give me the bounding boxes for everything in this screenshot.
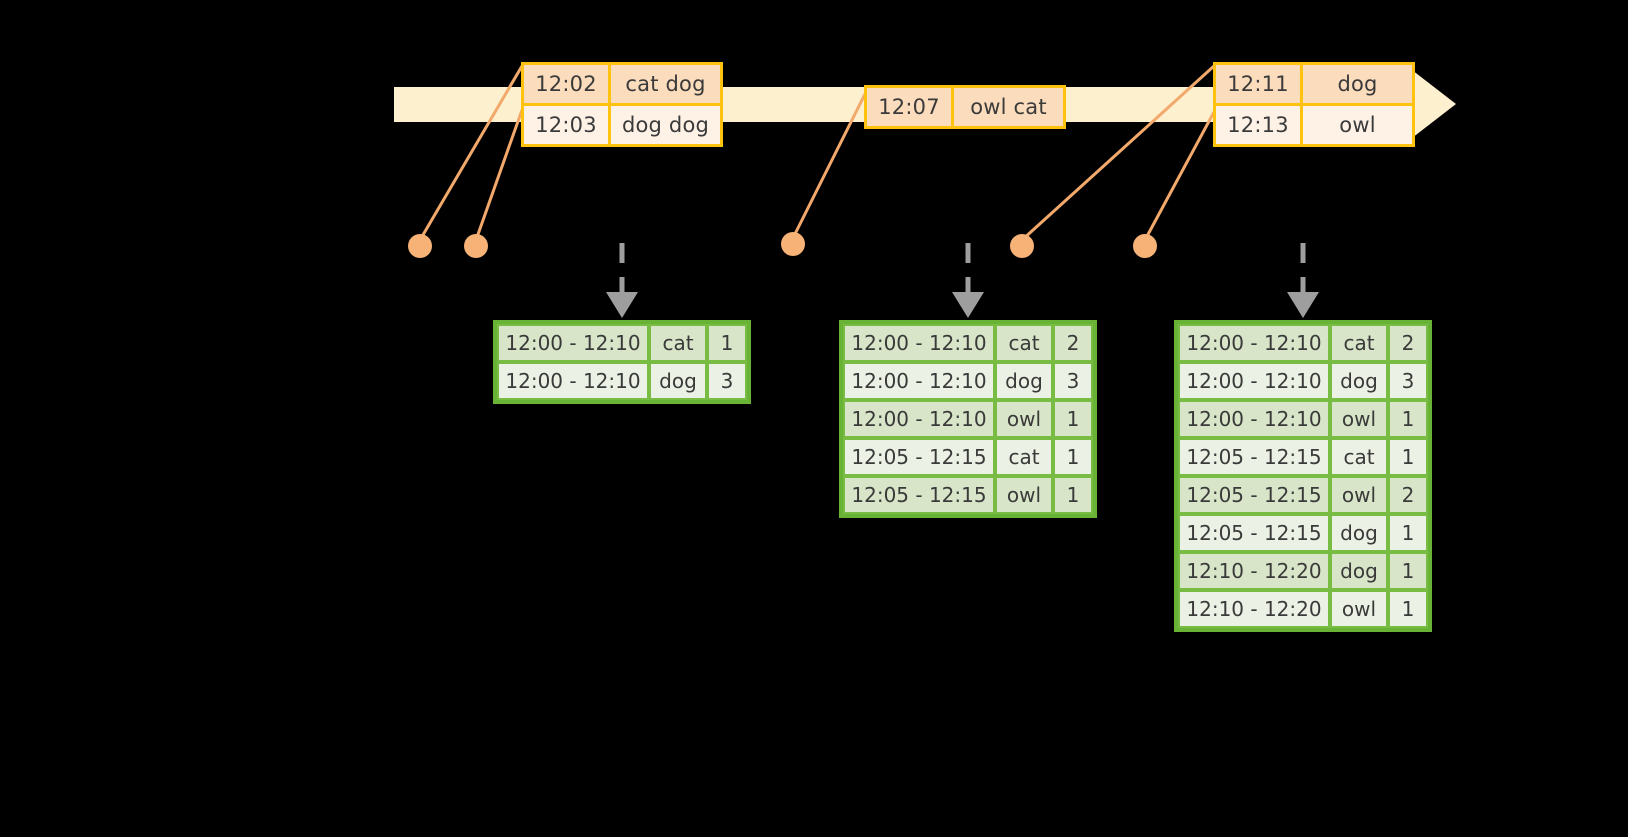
count-cell: 1 <box>707 324 747 362</box>
connector-dot-3 <box>781 232 805 256</box>
result-table-1: 12:00 - 12:10 cat 1 12:00 - 12:10 dog 3 <box>493 320 751 404</box>
table-row: 12:00 - 12:10 dog 3 <box>843 362 1093 400</box>
key-cell: owl <box>1330 476 1388 514</box>
count-cell: 2 <box>1053 324 1093 362</box>
event-time: 12:02 <box>524 65 608 103</box>
event-value: dog dog <box>608 106 720 144</box>
dashed-arrowhead-1 <box>606 292 638 318</box>
window-cell: 12:05 - 12:15 <box>843 438 995 476</box>
event-value: owl <box>1300 106 1412 144</box>
timeline-arrowhead <box>1412 70 1456 138</box>
window-cell: 12:00 - 12:10 <box>497 324 649 362</box>
count-cell: 1 <box>1388 400 1428 438</box>
event-value: dog <box>1300 65 1412 103</box>
key-cell: owl <box>995 476 1053 514</box>
window-cell: 12:05 - 12:15 <box>1178 438 1330 476</box>
result-table-3: 12:00 - 12:10 cat 2 12:00 - 12:10 dog 3 … <box>1174 320 1432 632</box>
dashed-arrowhead-2 <box>952 292 984 318</box>
window-cell: 12:05 - 12:15 <box>843 476 995 514</box>
table-row: 12:05 - 12:15 owl 1 <box>843 476 1093 514</box>
key-cell: owl <box>1330 400 1388 438</box>
window-cell: 12:00 - 12:10 <box>843 362 995 400</box>
window-cell: 12:00 - 12:10 <box>497 362 649 400</box>
count-cell: 1 <box>1388 590 1428 628</box>
result-table-2: 12:00 - 12:10 cat 2 12:00 - 12:10 dog 3 … <box>839 320 1097 518</box>
table-row: 12:00 - 12:10 cat 2 <box>1178 324 1428 362</box>
event-time: 12:11 <box>1216 65 1300 103</box>
table-row: 12:10 - 12:20 dog 1 <box>1178 552 1428 590</box>
table-row: 12:00 - 12:10 cat 2 <box>843 324 1093 362</box>
connector-dot-1 <box>408 234 432 258</box>
event-row: 12:03 dog dog <box>524 103 720 144</box>
key-cell: cat <box>1330 324 1388 362</box>
event-time: 12:07 <box>867 88 951 126</box>
key-cell: cat <box>995 324 1053 362</box>
table-row: 12:00 - 12:10 dog 3 <box>1178 362 1428 400</box>
table-row: 12:00 - 12:10 dog 3 <box>497 362 747 400</box>
event-group-1: 12:02 cat dog 12:03 dog dog <box>521 62 723 147</box>
window-cell: 12:05 - 12:15 <box>1178 514 1330 552</box>
dashed-arrows <box>619 243 1306 296</box>
dashed-arrowheads <box>606 292 1319 318</box>
count-cell: 1 <box>1388 514 1428 552</box>
event-row: 12:02 cat dog <box>524 65 720 103</box>
count-cell: 3 <box>1388 362 1428 400</box>
connector-5 <box>1143 111 1216 241</box>
window-cell: 12:00 - 12:10 <box>843 324 995 362</box>
window-cell: 12:00 - 12:10 <box>1178 324 1330 362</box>
event-row: 12:13 owl <box>1216 103 1412 144</box>
key-cell: dog <box>995 362 1053 400</box>
event-value: owl cat <box>951 88 1063 126</box>
table-row: 12:00 - 12:10 owl 1 <box>843 400 1093 438</box>
event-row: 12:07 owl cat <box>867 88 1063 126</box>
event-group-3: 12:11 dog 12:13 owl <box>1213 62 1415 147</box>
key-cell: owl <box>995 400 1053 438</box>
connector-dot-4 <box>1010 234 1034 258</box>
connector-1 <box>418 65 524 241</box>
count-cell: 2 <box>1388 324 1428 362</box>
event-time: 12:13 <box>1216 106 1300 144</box>
connector-dot-2 <box>464 234 488 258</box>
count-cell: 3 <box>1053 362 1093 400</box>
table-row: 12:05 - 12:15 cat 1 <box>843 438 1093 476</box>
key-cell: dog <box>1330 552 1388 590</box>
window-cell: 12:00 - 12:10 <box>843 400 995 438</box>
event-time: 12:03 <box>524 106 608 144</box>
window-cell: 12:00 - 12:10 <box>1178 400 1330 438</box>
table-row: 12:00 - 12:10 cat 1 <box>497 324 747 362</box>
connector-dot-5 <box>1133 234 1157 258</box>
connector-2 <box>474 109 524 241</box>
event-value: cat dog <box>608 65 720 103</box>
count-cell: 1 <box>1388 438 1428 476</box>
window-cell: 12:00 - 12:10 <box>1178 362 1330 400</box>
window-cell: 12:10 - 12:20 <box>1178 590 1330 628</box>
count-cell: 1 <box>1053 438 1093 476</box>
window-cell: 12:10 - 12:20 <box>1178 552 1330 590</box>
count-cell: 2 <box>1388 476 1428 514</box>
count-cell: 1 <box>1053 400 1093 438</box>
key-cell: dog <box>1330 514 1388 552</box>
key-cell: cat <box>649 324 707 362</box>
table-row: 12:05 - 12:15 owl 2 <box>1178 476 1428 514</box>
count-cell: 1 <box>1053 476 1093 514</box>
event-group-2: 12:07 owl cat <box>864 85 1066 129</box>
event-row: 12:11 dog <box>1216 65 1412 103</box>
table-row: 12:00 - 12:10 owl 1 <box>1178 400 1428 438</box>
key-cell: cat <box>995 438 1053 476</box>
connector-3 <box>791 91 868 239</box>
key-cell: owl <box>1330 590 1388 628</box>
key-cell: dog <box>649 362 707 400</box>
table-row: 12:10 - 12:20 owl 1 <box>1178 590 1428 628</box>
count-cell: 1 <box>1388 552 1428 590</box>
window-cell: 12:05 - 12:15 <box>1178 476 1330 514</box>
dashed-arrowhead-3 <box>1287 292 1319 318</box>
table-row: 12:05 - 12:15 dog 1 <box>1178 514 1428 552</box>
table-row: 12:05 - 12:15 cat 1 <box>1178 438 1428 476</box>
key-cell: dog <box>1330 362 1388 400</box>
count-cell: 3 <box>707 362 747 400</box>
key-cell: cat <box>1330 438 1388 476</box>
